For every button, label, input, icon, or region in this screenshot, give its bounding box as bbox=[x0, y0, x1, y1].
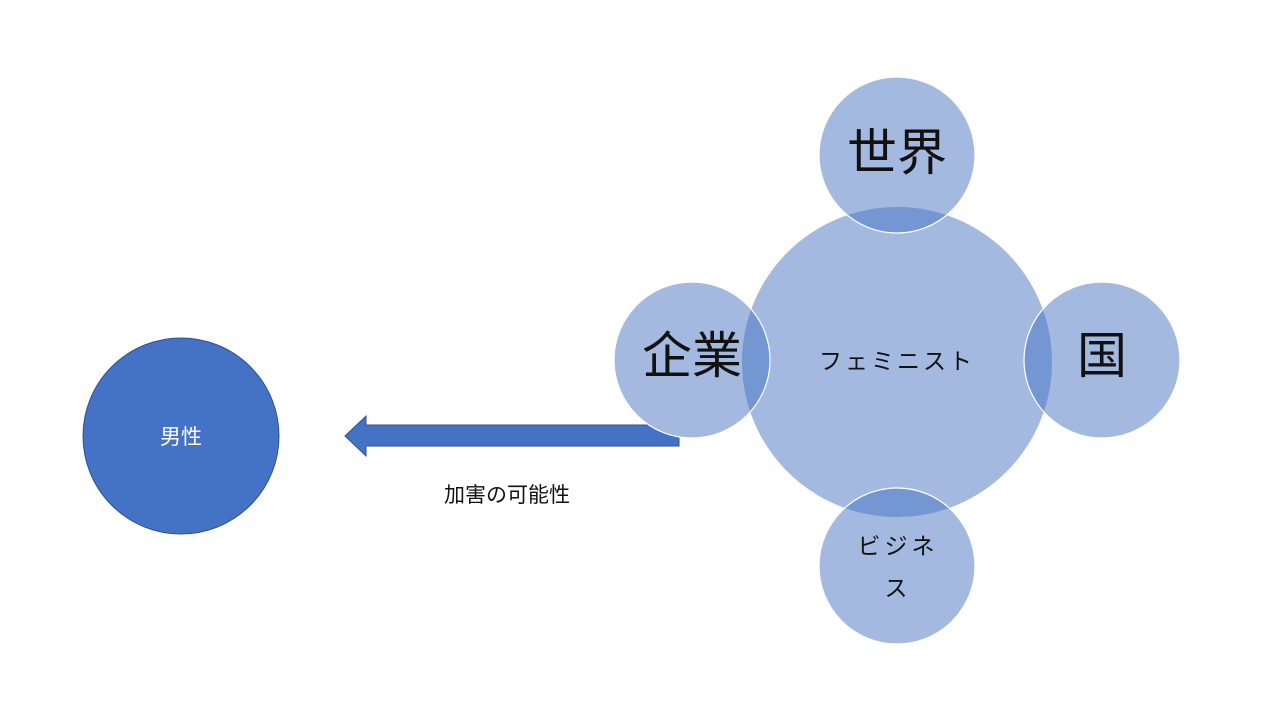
overlap-company bbox=[742, 281, 771, 439]
country-label: 国 bbox=[1077, 327, 1127, 385]
overlap-regions bbox=[742, 207, 1052, 439]
overlap-business bbox=[818, 487, 976, 517]
overlap-country bbox=[1023, 281, 1052, 439]
business-label: ビジネス bbox=[857, 534, 939, 602]
male-node bbox=[82, 337, 280, 535]
overlap-world bbox=[818, 207, 976, 234]
feminist-label: フェミニスト bbox=[819, 349, 975, 375]
company-label: 企業 bbox=[642, 327, 742, 385]
male-label: 男性 bbox=[160, 425, 202, 449]
feminist-node bbox=[742, 207, 1052, 517]
world-label: 世界 bbox=[847, 124, 947, 182]
harm-arrow bbox=[344, 414, 680, 458]
arrow-label: 加害の可能性 bbox=[444, 483, 570, 507]
